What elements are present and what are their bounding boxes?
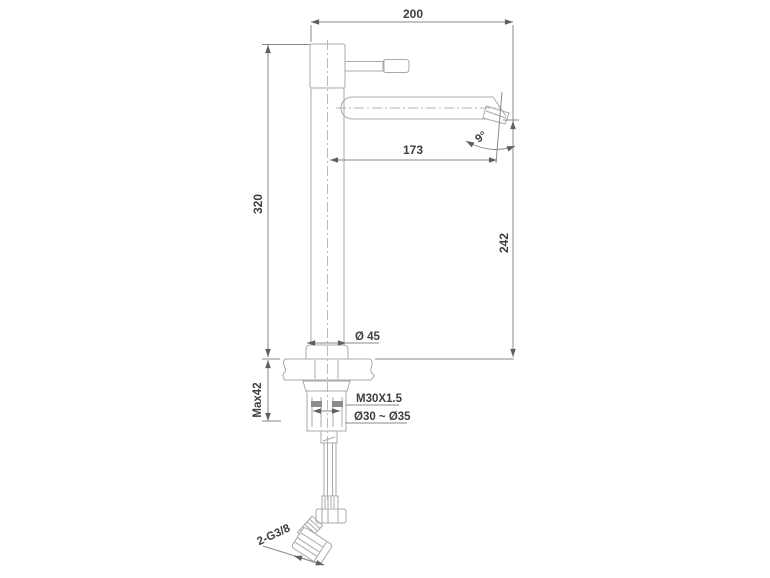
handle-grip bbox=[382, 59, 410, 73]
hose-tube bbox=[323, 442, 337, 497]
spout-aerator bbox=[482, 105, 510, 125]
base-and-deck bbox=[282, 344, 375, 381]
dim-text-320: 320 bbox=[251, 194, 265, 214]
dimension-320: 320 bbox=[251, 44, 310, 360]
mounting-hardware bbox=[302, 380, 351, 444]
deck-break-left bbox=[282, 358, 287, 381]
dim-text-242: 242 bbox=[497, 233, 511, 253]
dim-text-max42: Max42 bbox=[252, 382, 264, 417]
label-text-inlet: 2-G3/8 bbox=[255, 522, 292, 548]
label-m30: M30X1.5 bbox=[346, 393, 403, 406]
spout-left-cap bbox=[340, 96, 353, 120]
dim-text-200: 200 bbox=[403, 7, 423, 21]
handle-rod bbox=[344, 61, 385, 72]
dimension-max42: Max42 bbox=[252, 360, 281, 422]
dim-line-inlet bbox=[293, 555, 325, 566]
dim-text-dia45: Ø 45 bbox=[355, 331, 381, 343]
dimension-242: 242 bbox=[375, 119, 519, 360]
spout-aerator-seam bbox=[485, 110, 507, 119]
hose-crimp bbox=[321, 495, 339, 510]
angle-arc bbox=[465, 140, 516, 152]
label-text-hole-range: Ø30 ~ Ø35 bbox=[354, 411, 411, 423]
label-hole-range: Ø30 ~ Ø35 bbox=[313, 408, 411, 424]
shank-end-seam bbox=[322, 436, 336, 442]
dimension-dia45: Ø 45 bbox=[307, 331, 381, 346]
hose-assembly bbox=[291, 442, 347, 565]
center-lines bbox=[327, 40, 500, 500]
dim-text-9deg: 9° bbox=[473, 129, 489, 145]
inlet-connector bbox=[291, 527, 333, 565]
spout-tip-slant bbox=[492, 96, 507, 117]
label-text-m30: M30X1.5 bbox=[356, 393, 403, 405]
nut-notch bbox=[332, 401, 343, 407]
dimension-angle-9: 9° bbox=[465, 91, 516, 164]
deck-break-right bbox=[369, 358, 375, 381]
escutcheon-washer bbox=[302, 380, 351, 392]
hex-fitting bbox=[315, 508, 347, 524]
dimension-200: 200 bbox=[310, 7, 514, 121]
base-flange bbox=[305, 344, 349, 359]
dim-text-173: 173 bbox=[403, 143, 423, 157]
faucet-outline bbox=[309, 43, 510, 346]
dimension-173: 173 bbox=[330, 143, 497, 163]
nut-notch bbox=[311, 401, 322, 407]
